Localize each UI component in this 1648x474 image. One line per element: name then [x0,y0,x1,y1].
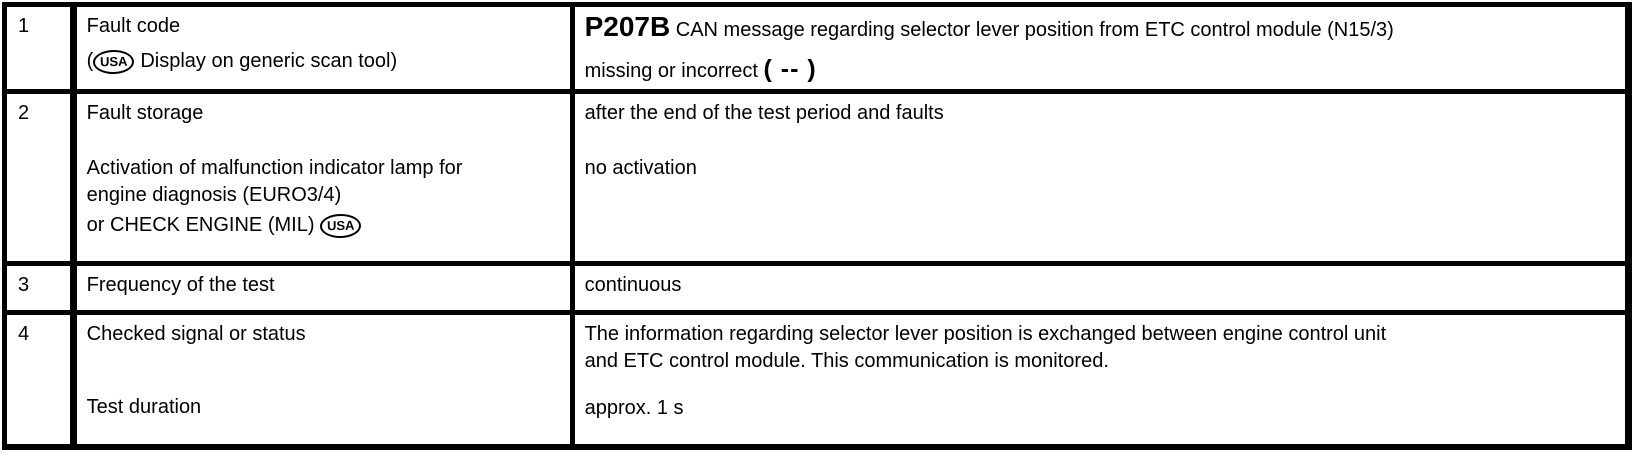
row-number-cell: 4 [2,310,77,449]
test-duration-label: Test duration [86,396,202,418]
test-duration-value: approx. 1 s [584,397,684,419]
row-number: 2 [18,102,30,124]
checked-signal-value-line2: and ETC control module. This communicati… [584,350,1109,372]
value-cell-test-frequency: continuous [569,261,1632,315]
label-cell-checked-signal: Checked signal or status Test duration [70,310,575,449]
label-cell-test-frequency: Frequency of the test [70,261,575,315]
table-row-fault-code: 1 Fault code (USA Display on generic sca… [2,2,1632,94]
mil-activation-value: no activation [584,157,697,179]
scan-tool-note: Display on generic scan tool) [134,50,398,72]
table-row-checked-signal: 4 Checked signal or status Test duration… [2,310,1632,449]
row-number: 3 [18,274,30,296]
table-row-fault-storage: 2 Fault storage Activation of malfunctio… [2,89,1632,266]
value-cell-fault-code: P207B CAN message regarding selector lev… [569,2,1632,94]
fault-code-description: CAN message regarding selector lever pos… [670,19,1394,41]
mil-activation-label-line1: Activation of malfunction indicator lamp… [86,157,463,179]
value-cell-fault-storage: after the end of the test period and fau… [569,89,1632,266]
fault-storage-value: after the end of the test period and fau… [584,102,944,124]
check-engine-label: or CHECK ENGINE (MIL) [86,214,321,236]
checked-signal-value-line1: The information regarding selector lever… [584,323,1387,345]
label-cell-fault-code: Fault code (USA Display on generic scan … [70,2,575,94]
fault-code-sublabel: (USA Display on generic scan tool) [87,48,560,75]
fault-code-table: 1 Fault code (USA Display on generic sca… [2,2,1632,450]
checked-signal-label: Checked signal or status [86,323,306,345]
row-number: 1 [18,15,30,37]
fault-code-label: Fault code [86,15,181,37]
fault-code-dashes: ( -- ) [763,55,817,83]
fault-storage-label: Fault storage [86,102,204,124]
fault-code-value: P207B [584,11,671,42]
paren-open: ( [86,50,94,72]
check-engine-label-line: or CHECK ENGINE (MIL) USA [87,212,560,239]
table-row-test-frequency: 3 Frequency of the test continuous [2,261,1632,315]
row-number-cell: 2 [2,89,77,266]
row-number: 4 [18,323,30,345]
usa-badge-icon: USA [93,49,136,75]
value-cell-checked-signal: The information regarding selector lever… [569,310,1632,449]
row-number-cell: 1 [2,2,77,94]
label-cell-fault-storage: Fault storage Activation of malfunction … [70,89,575,266]
fault-code-line1: P207B CAN message regarding selector lev… [585,13,1615,44]
test-frequency-value: continuous [584,274,682,296]
fault-code-description-cont: missing or incorrect [584,60,764,82]
row-number-cell: 3 [2,261,77,315]
usa-badge-icon: USA [319,213,362,239]
fault-code-line2: missing or incorrect ( -- ) [585,56,1615,85]
mil-activation-label-line2: engine diagnosis (EURO3/4) [86,184,342,206]
test-frequency-label: Frequency of the test [86,274,275,296]
